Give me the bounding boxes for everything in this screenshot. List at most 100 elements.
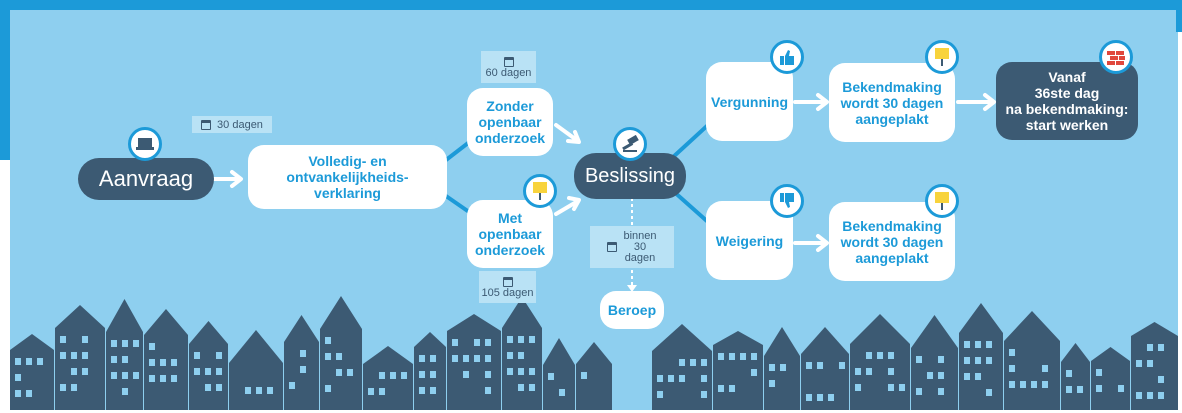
skyline-right <box>652 303 1178 410</box>
house-window <box>194 352 200 359</box>
house-window <box>668 375 674 382</box>
house-window <box>507 336 513 343</box>
house-window <box>817 362 823 369</box>
house-window <box>171 375 177 382</box>
house-window <box>888 384 894 391</box>
house-window <box>60 352 66 359</box>
sign-icon <box>925 184 959 218</box>
house <box>55 305 105 410</box>
house-window <box>529 384 535 391</box>
house-window <box>485 387 491 394</box>
house-window <box>15 390 21 397</box>
house-window <box>1096 369 1102 376</box>
house-window <box>828 394 834 401</box>
house-window <box>866 352 872 359</box>
house-window <box>729 353 735 360</box>
house-window <box>964 357 970 364</box>
house-window <box>559 389 565 396</box>
house-window <box>806 394 812 401</box>
house <box>801 327 849 410</box>
house-window <box>866 368 872 375</box>
house-window <box>82 352 88 359</box>
house-window <box>975 373 981 380</box>
house <box>543 338 575 410</box>
house-window <box>718 353 724 360</box>
house-window <box>1158 376 1164 383</box>
node-aanvraag: Aanvraag <box>78 158 214 200</box>
left-frame-bar <box>0 0 10 160</box>
house-window <box>916 388 922 395</box>
calendar-icon <box>201 119 212 130</box>
house <box>1091 347 1130 410</box>
house-window <box>485 371 491 378</box>
house-window <box>122 388 128 395</box>
house-window <box>1066 370 1072 377</box>
house-window <box>205 368 211 375</box>
house-window <box>419 355 425 362</box>
house-window <box>938 388 944 395</box>
house-window <box>679 375 685 382</box>
calendar-icon <box>503 57 514 67</box>
house-window <box>368 388 374 395</box>
house-window <box>60 336 66 343</box>
house-window <box>916 356 922 363</box>
house-window <box>938 372 944 379</box>
house-window <box>855 384 861 391</box>
house-window <box>160 359 166 366</box>
house-window <box>679 359 685 366</box>
house-window <box>336 353 342 360</box>
house <box>713 331 763 410</box>
house-window <box>657 375 663 382</box>
house-window <box>769 364 775 371</box>
house-window <box>133 372 139 379</box>
house-window <box>111 372 117 379</box>
calendar-icon <box>502 277 513 287</box>
house-window <box>581 372 587 379</box>
house-window <box>518 368 524 375</box>
house <box>850 314 910 410</box>
house-window <box>430 371 436 378</box>
arrowhead-beroep <box>627 285 637 292</box>
house-window <box>122 372 128 379</box>
house-window <box>37 358 43 365</box>
house-window <box>82 336 88 343</box>
house-window <box>751 369 757 376</box>
duration-30-dagen: 30 dagen <box>192 116 272 133</box>
house-window <box>160 375 166 382</box>
house-window <box>336 369 342 376</box>
sign-icon <box>523 174 557 208</box>
house-window <box>149 375 155 382</box>
house-window <box>938 356 944 363</box>
arrow-weigering-bekendmaking <box>793 234 829 252</box>
house-window <box>986 389 992 396</box>
duration-label: binnen 30 dagen <box>623 229 657 264</box>
house-window <box>26 390 32 397</box>
node-beroep: Beroep <box>600 291 664 329</box>
house-window <box>71 384 77 391</box>
house-window <box>122 356 128 363</box>
house-window <box>325 353 331 360</box>
house-window <box>216 384 222 391</box>
house-window <box>769 380 775 387</box>
house-window <box>485 339 491 346</box>
node-bekendmaking-vergunning: Bekendmaking wordt 30 dagen aangeplakt <box>829 63 955 142</box>
house-window <box>1158 344 1164 351</box>
house-window <box>379 372 385 379</box>
house-window <box>839 362 845 369</box>
house-window <box>430 355 436 362</box>
house-window <box>1031 381 1037 388</box>
arrow-bekendmaking-start <box>956 93 996 111</box>
house-window <box>1009 381 1015 388</box>
house-window <box>975 341 981 348</box>
house-window <box>1136 360 1142 367</box>
house <box>652 324 712 410</box>
house-window <box>474 339 480 346</box>
house-window <box>518 384 524 391</box>
house-window <box>507 368 513 375</box>
house-window <box>1096 385 1102 392</box>
node-zonder-openbaar-onderzoek: Zonder openbaar onderzoek <box>467 88 553 156</box>
house-window <box>690 359 696 366</box>
house-window <box>529 368 535 375</box>
house-window <box>855 368 861 375</box>
